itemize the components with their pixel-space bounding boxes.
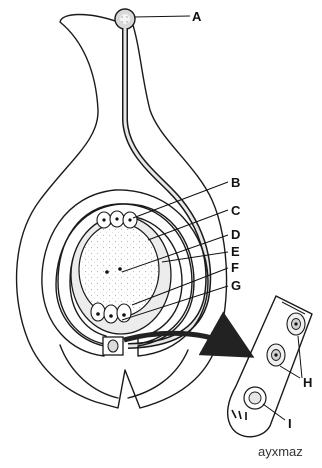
label-c: C [231,203,241,218]
zoom-box-tube-tip [108,340,118,352]
tube-nucleus-inner [249,392,261,404]
label-f: F [231,260,239,275]
polar-nucleus-2 [118,267,122,271]
label-e: E [231,244,240,259]
sperm-nuclei [267,313,305,366]
tube-tip-ticks [232,410,246,420]
pollen-grain-texture [120,14,130,24]
label-a: A [192,9,202,24]
antipodal-cells [97,211,137,228]
egg-apparatus [91,303,131,323]
polar-nucleus-1 [105,270,109,274]
label-b: B [231,175,240,190]
label-d: D [231,227,240,242]
watermark: ayxmaz [258,444,303,459]
label-i: I [288,416,292,431]
label-h: H [303,375,312,390]
funiculus [60,345,188,398]
label-g: G [231,278,241,293]
